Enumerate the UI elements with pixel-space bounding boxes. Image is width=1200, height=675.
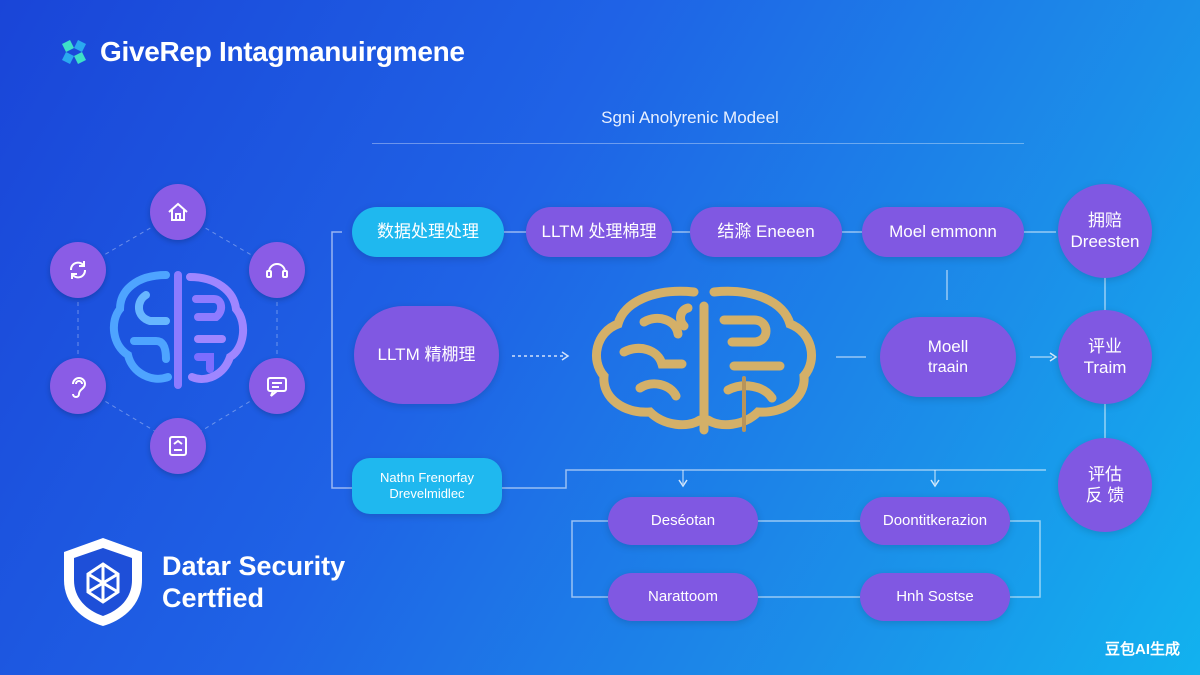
bottom-node-4[interactable]: Hnh Sostse xyxy=(860,573,1010,621)
right-node-1-line2: Dreesten xyxy=(1070,232,1140,251)
right-node-2[interactable]: 评业 Traim xyxy=(1058,310,1152,404)
home-icon xyxy=(150,184,206,240)
security-text: Datar Security Certfied xyxy=(162,550,345,615)
security-line2: Certfied xyxy=(162,583,265,613)
chat-icon xyxy=(249,358,305,414)
pipeline-node-llm-processing[interactable]: LLTM 处理棉理 xyxy=(526,207,672,257)
security-line1: Datar Security xyxy=(162,550,346,581)
model-train-node[interactable]: Moell traain xyxy=(880,317,1016,397)
pipeline-node-model[interactable]: Moel emmonn xyxy=(862,207,1024,257)
refresh-icon xyxy=(50,242,106,298)
llm-node[interactable]: LLTM 精棚理 xyxy=(354,306,499,404)
pipeline-node-data-processing[interactable]: 数据处理处理 xyxy=(352,207,504,257)
brain-icon xyxy=(592,286,816,435)
model-train-line2: traain xyxy=(927,358,969,376)
pipeline-node-engine[interactable]: 结滁 Eneeen xyxy=(690,207,842,257)
right-node-1[interactable]: 拥赔 Dreesten xyxy=(1058,184,1152,278)
right-node-3[interactable]: 评估 反 馈 xyxy=(1058,438,1152,532)
right-node-3-line1: 评估 xyxy=(1088,464,1122,484)
brand-logo-icon xyxy=(62,40,86,64)
watermark: 豆包AI生成 xyxy=(1104,641,1180,658)
right-node-2-line1: 评业 xyxy=(1088,336,1122,356)
right-node-1-line1: 拥赔 xyxy=(1088,210,1122,230)
left-bottom-line2: Drevelmidlec xyxy=(389,486,465,501)
document-icon xyxy=(150,418,206,474)
ear-icon xyxy=(50,358,106,414)
right-node-2-line2: Traim xyxy=(1083,358,1127,377)
bottom-node-1[interactable]: Deséotan xyxy=(608,497,758,545)
bottom-node-2[interactable]: Doontitkerazion xyxy=(860,497,1010,545)
diagram-title: Sgni Anolyrenic Modeel xyxy=(601,108,779,127)
right-node-3-line2: 反 馈 xyxy=(1085,486,1125,505)
bottom-node-3[interactable]: Narattoom xyxy=(608,573,758,621)
headset-icon xyxy=(249,242,305,298)
model-train-line1: Moell xyxy=(927,337,969,357)
title-divider xyxy=(372,143,1024,144)
left-bottom-line1: Nathn Frenorfay xyxy=(380,469,474,485)
left-bottom-node[interactable]: Nathn Frenorfay Drevelmidlec xyxy=(352,458,502,514)
brain-icon xyxy=(109,271,248,389)
brand: GiveRep Intagmanuirgmene xyxy=(58,36,465,68)
shield-icon xyxy=(64,538,142,626)
security-badge: Datar Security Certfied xyxy=(58,534,345,630)
brand-name: GiveRep Intagmanuirgmene xyxy=(100,36,465,67)
